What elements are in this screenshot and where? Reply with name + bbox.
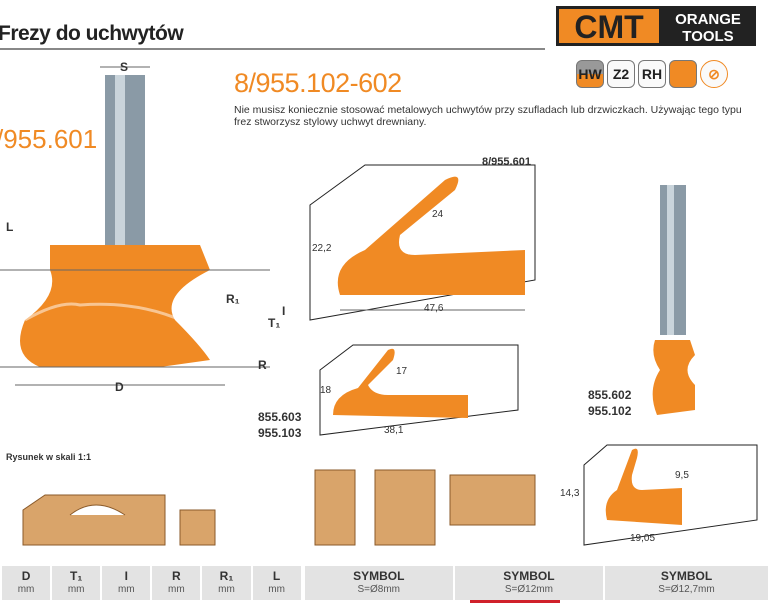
page-title: Frezy do uchwytów — [0, 22, 184, 45]
svg-text:ORANGE: ORANGE — [675, 11, 741, 28]
product-code: 8/955.102-602 — [234, 68, 402, 98]
dim: 38,1 — [384, 425, 404, 436]
dim: 18 — [320, 385, 332, 396]
column-unit: S=Ø8mm — [357, 584, 400, 595]
column-unit: mm — [117, 584, 135, 595]
dim: 19,05 — [630, 533, 656, 544]
label-d: D — [115, 380, 124, 394]
badge-z2: Z2 — [607, 60, 635, 88]
dim: 47,6 — [424, 303, 444, 314]
dim: 17 — [396, 366, 408, 377]
column-title: R — [172, 569, 181, 583]
profile-code: 855.602 — [588, 388, 632, 402]
profile-code: 955.103 — [258, 426, 302, 440]
column-title: SYMBOL — [660, 569, 713, 583]
column-title: I — [124, 569, 128, 583]
profile-code: 955.102 — [588, 404, 632, 418]
cmt-logo: CMT ORANGE TOOLS — [556, 6, 756, 46]
column-unit: S=Ø12,7mm — [658, 584, 715, 595]
column-unit: mm — [168, 584, 185, 595]
profile-small — [583, 444, 758, 546]
column-unit: mm — [67, 584, 85, 595]
selected-indicator — [470, 600, 560, 603]
profile-855-603 — [319, 344, 519, 436]
column-unit: mm — [268, 584, 285, 595]
label-i: I — [282, 304, 286, 318]
column-unit: mm — [218, 584, 235, 595]
column-title: SYMBOL — [503, 569, 555, 583]
column-unit: mm — [17, 584, 35, 595]
profile-code: 855.603 — [258, 410, 302, 424]
svg-text:CMT: CMT — [574, 9, 644, 45]
dim: 9,5 — [675, 470, 689, 481]
no-hand-feed-icon: ⊘ — [700, 60, 728, 88]
label-r: R — [258, 358, 267, 372]
label-l: L — [6, 220, 14, 234]
column-title: R₁ — [219, 569, 234, 583]
label-s: S — [120, 60, 129, 74]
side-product-code: /955.601 — [0, 124, 98, 154]
profile-code: 8/955.601 — [482, 156, 531, 168]
scale-note: Rysunek w skali 1:1 — [6, 452, 92, 462]
badge-hw: HW — [576, 60, 604, 88]
feature-badges: HW Z2 RH ⊘ — [576, 60, 728, 88]
svg-text:TOOLS: TOOLS — [682, 28, 733, 45]
dim: 14,3 — [560, 488, 580, 499]
label-r1: R₁ — [226, 292, 240, 306]
divider — [0, 48, 545, 50]
product-description: Nie musisz koniecznie stosować metalowyc… — [234, 104, 742, 128]
column-title: T₁ — [70, 569, 83, 583]
small-cutter — [652, 185, 695, 415]
column-title: L — [272, 569, 281, 583]
dim: 22,2 — [312, 243, 332, 254]
profile-8-955-601 — [309, 164, 536, 321]
label-t1: T₁ — [268, 316, 281, 330]
column-title: D — [21, 569, 31, 583]
wood-samples — [22, 469, 536, 546]
cutter-drawing — [0, 66, 270, 386]
dim: 24 — [432, 209, 444, 220]
orange-wood-icon — [669, 60, 697, 88]
column-unit: S=Ø12mm — [504, 584, 553, 595]
column-title: SYMBOL — [353, 569, 405, 583]
badge-rh: RH — [638, 60, 666, 88]
